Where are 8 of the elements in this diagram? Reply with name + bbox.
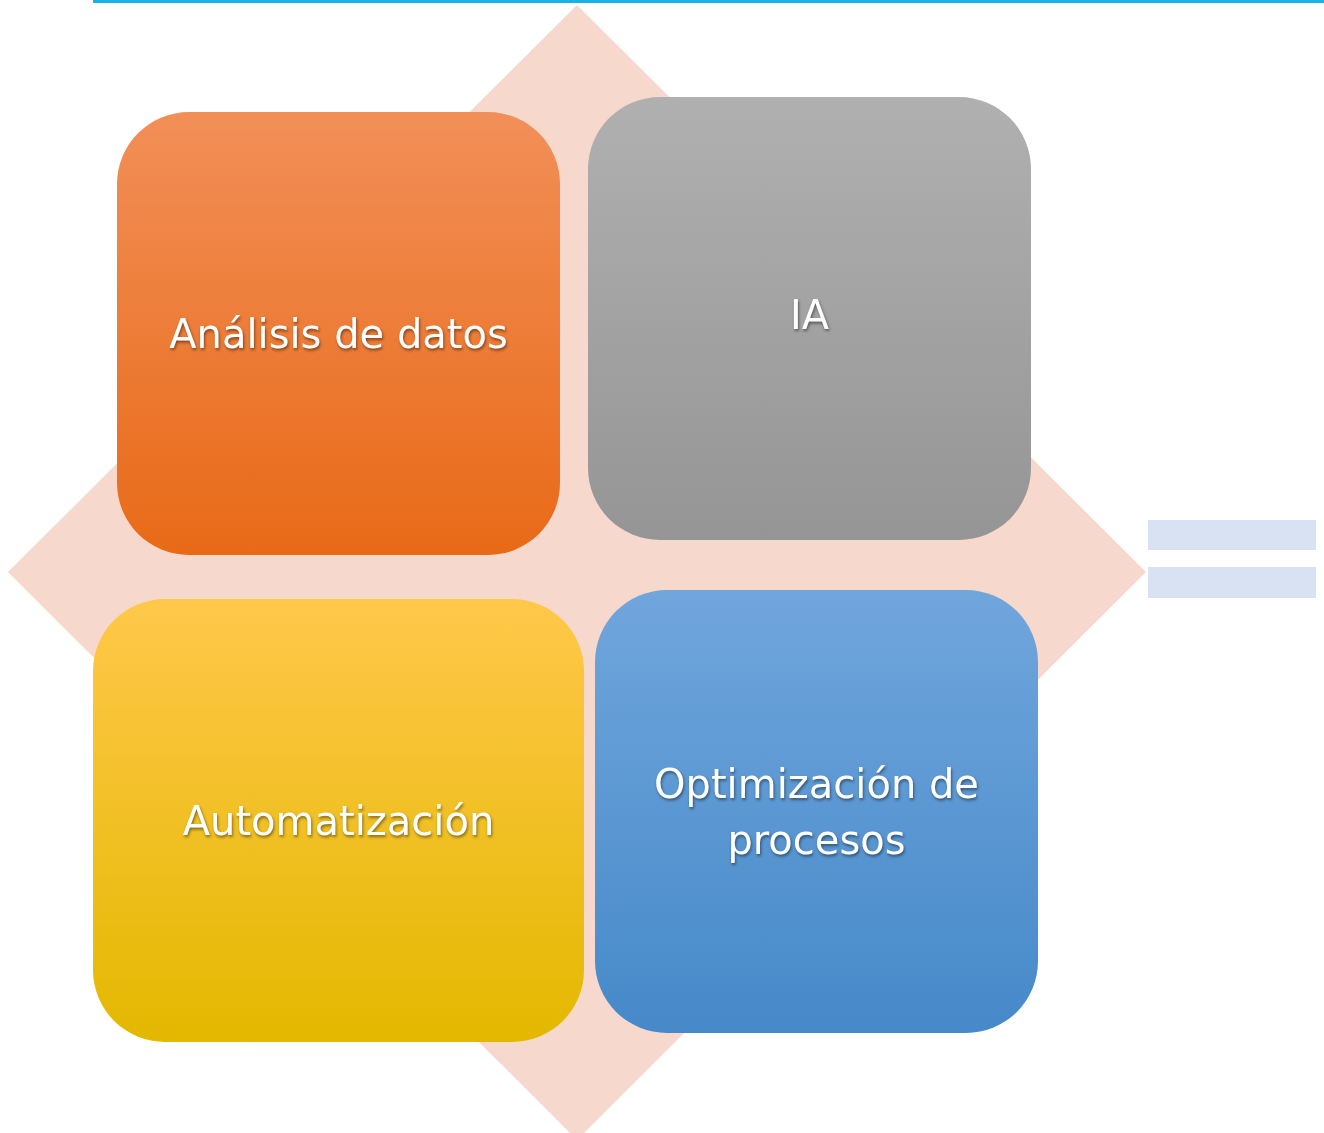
ai-tile xyxy=(588,97,1031,540)
optimization-tile xyxy=(595,590,1038,1033)
analysis-tile xyxy=(117,112,560,555)
tile-label: Optimización de procesos xyxy=(653,759,980,865)
tile-label: IA xyxy=(789,291,830,340)
tile-label: Automatización xyxy=(182,796,495,846)
tile-label: Análisis de datos xyxy=(169,309,508,359)
automation-tile xyxy=(93,599,584,1042)
